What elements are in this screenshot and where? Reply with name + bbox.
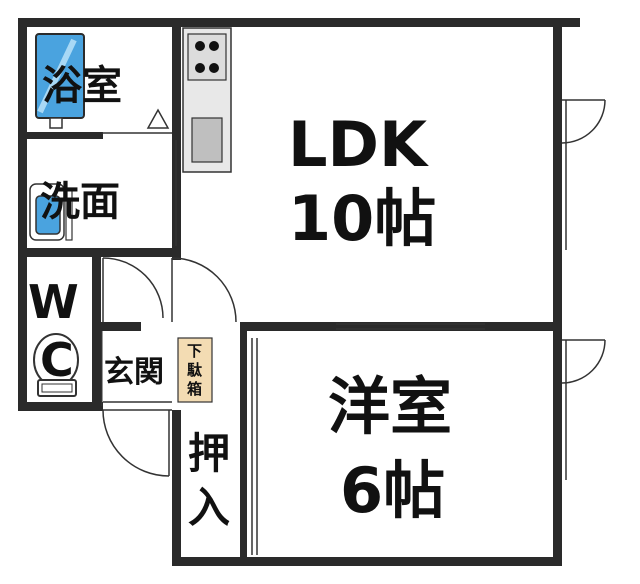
door-arc-wc xyxy=(102,257,164,319)
wash-basin xyxy=(29,183,73,241)
wall-ldk-western xyxy=(240,322,562,331)
label-wc-c: C xyxy=(40,333,74,387)
wall-left xyxy=(18,18,27,410)
wall-bath-ldk xyxy=(172,18,181,260)
label-bath: 浴室 xyxy=(42,63,122,109)
label-closet-2: 入 xyxy=(188,483,230,532)
door-arc-ldk xyxy=(561,99,606,144)
bathtub xyxy=(35,33,170,129)
sink-icon xyxy=(191,117,223,163)
swing-doors xyxy=(102,99,606,480)
sliding-doors xyxy=(102,132,485,555)
wall-top xyxy=(18,18,580,27)
wall-wc-bottom xyxy=(18,402,103,411)
label-washroom: 洗面 xyxy=(40,179,120,225)
label-entrance: 玄関 xyxy=(104,355,164,390)
label-wc-w: W xyxy=(28,275,79,329)
basin-water xyxy=(35,195,61,235)
shower-icon xyxy=(146,108,170,129)
wall-bath-wash xyxy=(18,132,103,139)
label-shoe-box-3: 箱 xyxy=(187,380,202,398)
shoe-box xyxy=(177,337,213,403)
label-western: 洋室 xyxy=(328,370,452,443)
wall-entrance-top xyxy=(101,322,141,331)
wall-wc-right xyxy=(92,248,101,410)
door-arc-front xyxy=(102,409,170,477)
walls xyxy=(18,18,580,566)
wall-closet xyxy=(240,331,247,565)
kitchen-counter xyxy=(182,27,232,173)
label-shoe-box-1: 下 xyxy=(187,342,202,360)
wall-left-lower xyxy=(172,410,181,566)
label-western-size: 6帖 xyxy=(340,454,445,527)
wall-right xyxy=(553,18,562,566)
label-ldk: LDK xyxy=(288,108,429,181)
label-closet-1: 押 xyxy=(188,429,230,478)
door-arc-ldk-entry xyxy=(171,257,237,323)
door-arc-western xyxy=(561,339,606,384)
label-shoe-box-2: 駄 xyxy=(187,361,203,379)
toilet xyxy=(33,333,79,397)
stove-icon xyxy=(187,33,227,81)
wall-bottom xyxy=(172,557,562,566)
label-ldk-size: 10帖 xyxy=(288,182,436,255)
